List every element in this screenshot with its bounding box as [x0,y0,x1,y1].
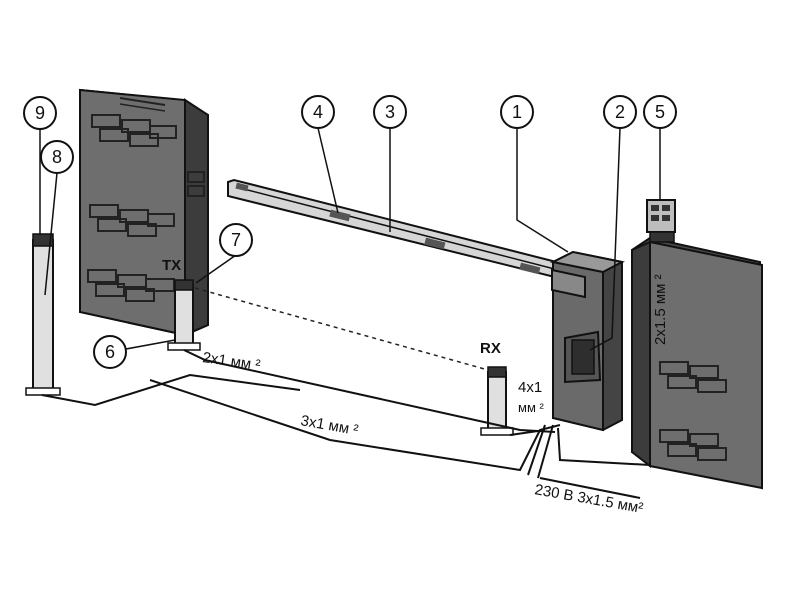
svg-text:5: 5 [655,102,665,122]
cable-label-230v: 230 В 3x1.5 мм² [533,481,644,517]
cable-label-4x1-b: мм ² [518,400,544,415]
right-wall [631,236,764,490]
callout-8: 8 [40,140,74,174]
boom-arm [227,178,582,284]
callout-2: 2 [603,95,637,129]
cable-label-3x1: 3x1 мм ² [299,412,359,439]
post-9-8 [25,233,61,396]
leader-lines [39,127,661,351]
cable-label-4x1-a: 4x1 [518,379,542,396]
callout-1: 1 [500,95,534,129]
svg-text:7: 7 [231,230,241,250]
callout-6: 6 [93,335,127,369]
callout-4: 4 [301,95,335,129]
svg-text:3: 3 [385,102,395,122]
flashing-lamp [646,199,676,243]
callout-5: 5 [643,95,677,129]
callout-9: 9 [23,96,57,130]
svg-text:9: 9 [35,103,45,123]
callout-7: 7 [219,223,253,257]
svg-text:1: 1 [512,102,522,122]
svg-text:6: 6 [105,342,115,362]
cable-label-2x1: 2x1 мм ² [201,349,261,374]
cable-label-2x15: 2x1.5 мм ² [652,274,669,345]
post-rx [480,366,514,436]
svg-text:4: 4 [313,102,323,122]
barrier-cabinet [549,250,625,432]
photocell-beam [194,287,489,371]
svg-text:2: 2 [615,102,625,122]
cables [41,349,651,499]
rx-label: RX [480,340,501,357]
tx-label: TX [162,257,181,274]
left-wall [79,88,209,337]
svg-text:8: 8 [52,147,62,167]
callout-3: 3 [373,95,407,129]
